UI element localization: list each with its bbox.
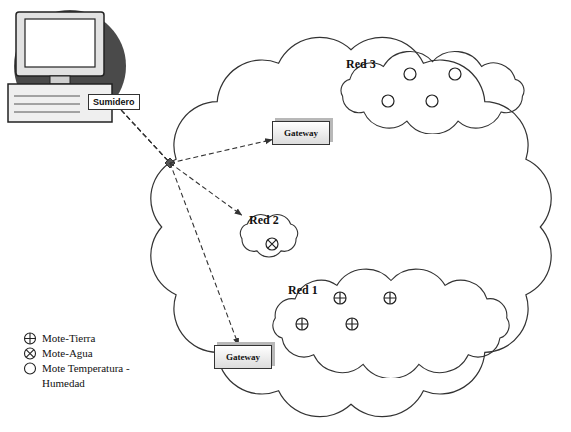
mote-temperature [404, 68, 416, 80]
mote-soil [296, 318, 308, 330]
legend-label: Mote-Tierra [42, 331, 138, 346]
sink-label-box: Sumidero [88, 94, 140, 110]
mote-plus [384, 292, 396, 304]
network-cloud: Red 2 [234, 210, 304, 260]
dashed-link [121, 110, 272, 163]
soil-motes [296, 292, 396, 330]
gateway-box: Gateway [272, 121, 330, 145]
screen [25, 19, 95, 67]
cloud-outline [273, 269, 509, 378]
box-label: Gateway [226, 352, 260, 362]
legend-label: Mote-Agua [42, 346, 138, 361]
mote-cross [268, 240, 276, 248]
monitor-stand [50, 76, 70, 84]
dashed-link [121, 110, 238, 345]
network-cloud: Red 3 [330, 50, 535, 134]
legend-water-symbol [26, 350, 34, 358]
mote-soil [346, 318, 358, 330]
box-label: Gateway [284, 128, 318, 138]
legend-soil-symbol [25, 333, 36, 344]
case-slot [14, 112, 80, 113]
monitor [16, 12, 104, 76]
network-name: Red 2 [249, 213, 279, 228]
mote-temperature [382, 95, 394, 107]
mote-plus [346, 318, 358, 330]
mote-temperature [449, 68, 461, 80]
mote-temperature [426, 95, 438, 107]
mote-water [266, 238, 278, 250]
legend-label: Mote Temperatura -Humedad [42, 361, 138, 391]
temperature-humidity-motes [382, 68, 461, 107]
case-slot [14, 104, 80, 105]
network-name: Red 3 [346, 57, 376, 72]
network-cloud [151, 37, 551, 416]
case-slot [14, 96, 80, 97]
legend-temperature-symbol [25, 363, 36, 374]
dashed-link [121, 110, 242, 215]
network-name: Red 1 [288, 283, 318, 298]
gateway-box: Gateway [214, 345, 272, 369]
mote-plus [296, 318, 308, 330]
legend: Mote-TierraMote-AguaMote Temperatura -Hu… [42, 331, 138, 391]
mote-soil [334, 292, 346, 304]
network-cloud: Red 1 [262, 268, 520, 378]
legend-soil-symbol [25, 333, 36, 344]
box-label: Sumidero [93, 97, 135, 107]
mote-plus [334, 292, 346, 304]
legend-symbols [25, 333, 36, 374]
cloud-outline [341, 51, 524, 134]
network-cloud-outline [151, 37, 551, 416]
legend-water-symbol [25, 348, 36, 359]
mote-soil [384, 292, 396, 304]
water-mote [266, 238, 278, 250]
